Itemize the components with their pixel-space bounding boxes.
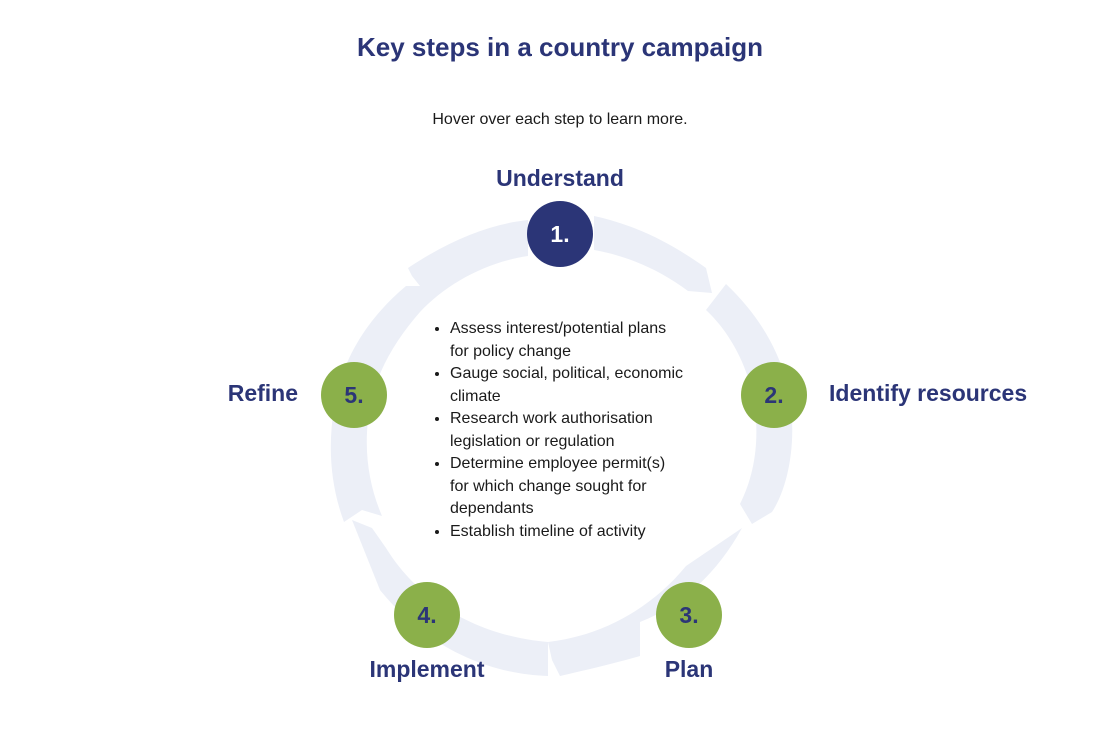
arrow-segment-3-4 <box>548 528 742 676</box>
step-5-circle[interactable]: 5. <box>321 362 387 428</box>
detail-item: Gauge social, political, economic climat… <box>450 363 688 408</box>
arrow-segment-4-5 <box>352 520 548 676</box>
detail-item: Determine employee permit(s) for which c… <box>450 453 688 521</box>
step-1-circle[interactable]: 1. <box>527 201 593 267</box>
diagram-title: Key steps in a country campaign <box>356 32 763 62</box>
step-4-label[interactable]: Implement <box>369 656 485 682</box>
step-details-list: Assess interest/potential plans for poli… <box>428 318 688 543</box>
arrow-segment-1-2 <box>594 216 712 293</box>
detail-item: Establish timeline of activity <box>450 521 688 544</box>
hover-instruction: Hover over each step to learn more. <box>432 111 688 128</box>
step-1-label[interactable]: Understand <box>496 165 624 191</box>
step-2-label[interactable]: Identify resources <box>829 380 1028 406</box>
step-3-circle[interactable]: 3. <box>656 582 722 648</box>
detail-item: Assess interest/potential plans for poli… <box>450 318 688 363</box>
step-4-circle[interactable]: 4. <box>394 582 460 648</box>
step-5-label[interactable]: Refine <box>227 380 298 406</box>
step-2-circle[interactable]: 2. <box>741 362 807 428</box>
step-details-panel: Assess interest/potential plans for poli… <box>428 318 688 543</box>
arrow-segment-2-3 <box>706 284 793 524</box>
step-3-label[interactable]: Plan <box>664 656 714 682</box>
detail-item: Research work authorisation legislation … <box>450 408 688 453</box>
